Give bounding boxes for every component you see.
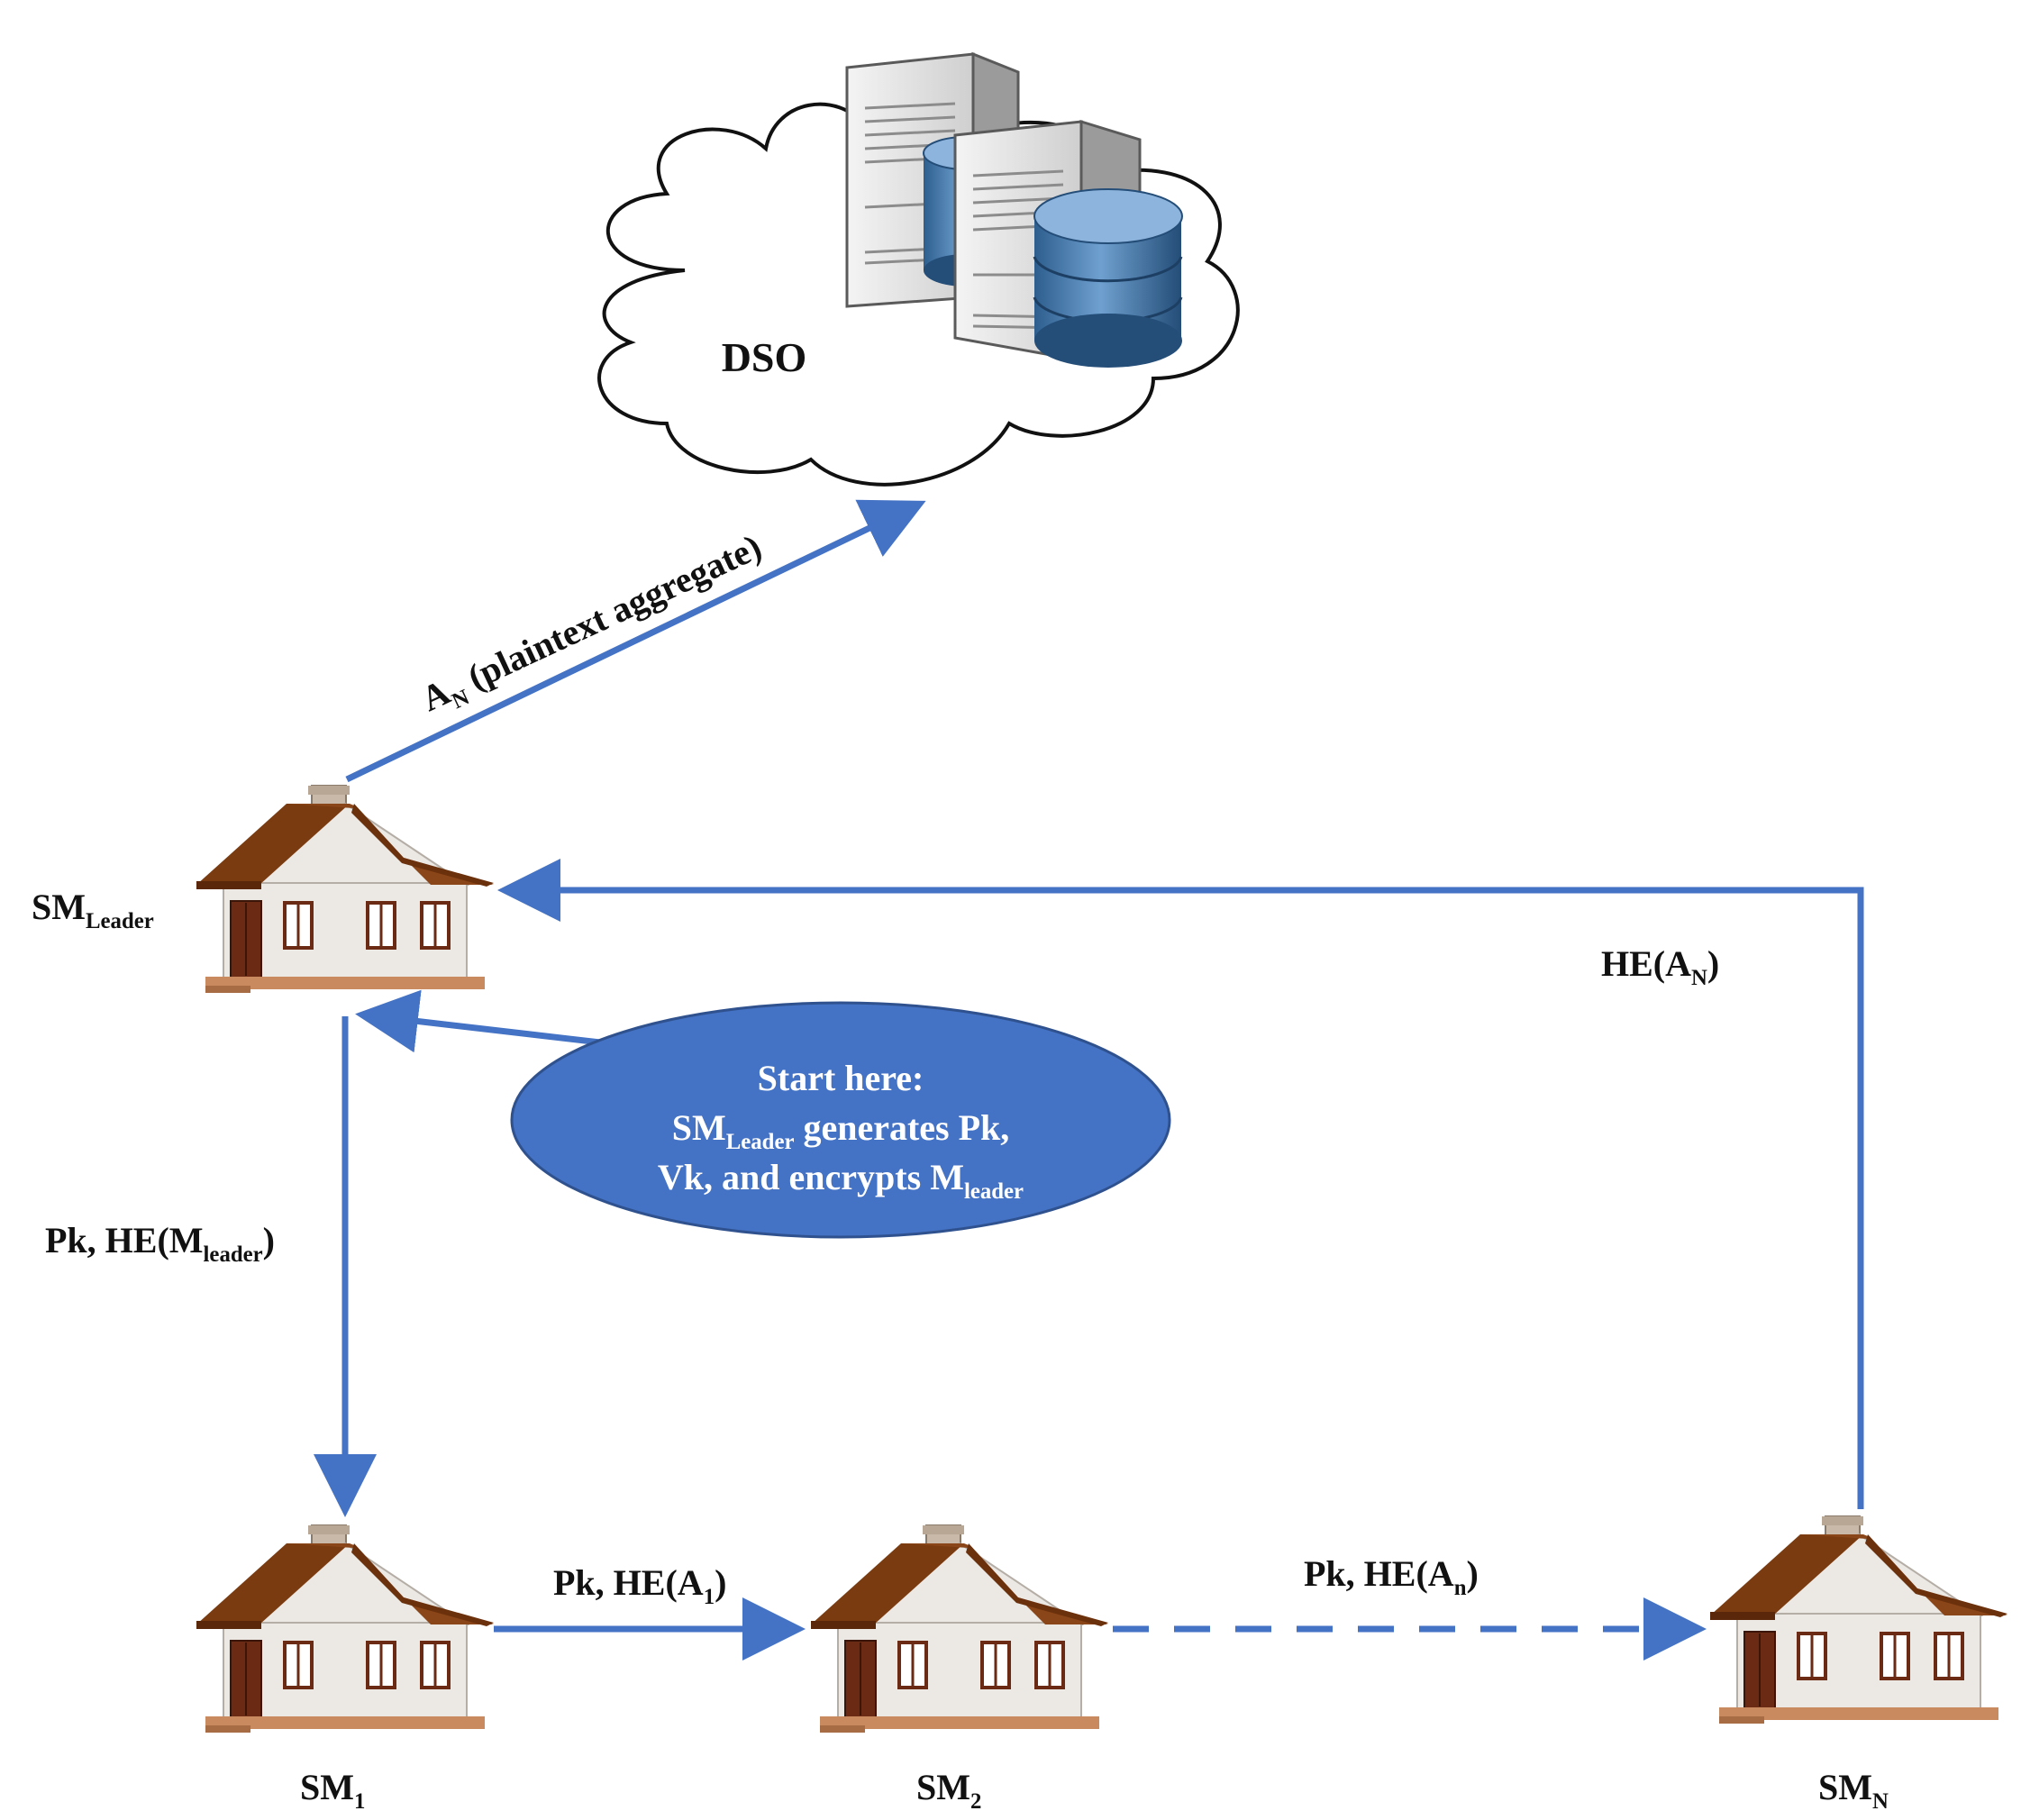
house-icon-smn xyxy=(1710,1516,2007,1724)
label-sm2: SM2 xyxy=(916,1767,981,1814)
label-smn: SMN xyxy=(1818,1767,1889,1814)
house-icon-sm1 xyxy=(196,1525,494,1733)
start-note-line1: Start here: xyxy=(758,1058,924,1098)
label-pk-he-mleader: Pk, HE(Mleader) xyxy=(45,1220,275,1267)
label-pk-he-a1: Pk, HE(A1) xyxy=(553,1562,726,1609)
arrow-smn-to-leader xyxy=(497,859,1864,1509)
start-note-line2: SMLeader generates Pk, xyxy=(672,1107,1010,1154)
label-he-an: HE(AN) xyxy=(1601,943,1719,990)
arrow-note-to-leader xyxy=(355,989,609,1053)
edges xyxy=(314,499,1864,1661)
arrow-leader-to-dso xyxy=(345,499,926,783)
label-plaintext-aggregate: AN (plaintext aggregate) xyxy=(415,526,770,725)
house-icon-sm2 xyxy=(811,1525,1108,1733)
dso-cloud: DSO xyxy=(597,51,1240,487)
dso-label: DSO xyxy=(722,334,807,380)
start-note: Start here: SMLeader generates Pk, Vk, a… xyxy=(510,1001,1171,1239)
start-note-ellipse xyxy=(510,1001,1171,1239)
label-pk-he-an: Pk, HE(An) xyxy=(1304,1553,1479,1600)
start-note-line3: Vk, and encrypts Mleader xyxy=(658,1157,1024,1204)
label-sm1: SM1 xyxy=(300,1767,365,1814)
house-icon-leader xyxy=(196,786,494,993)
label-sm-leader: SMLeader xyxy=(32,887,154,933)
database-icon xyxy=(1033,188,1183,368)
